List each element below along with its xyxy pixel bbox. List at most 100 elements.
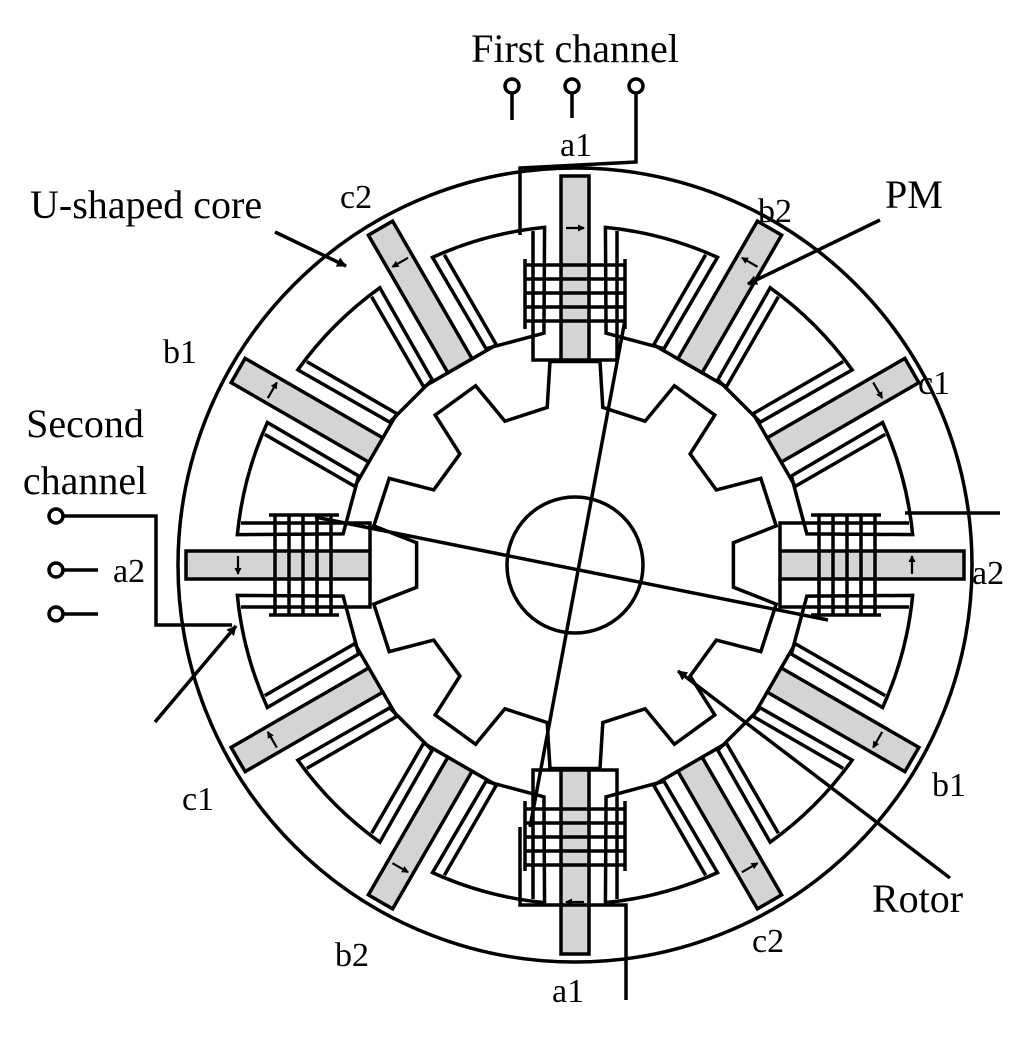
core-tooth-left-12 <box>370 295 449 390</box>
first-channel-terminals <box>503 77 645 120</box>
pm-arrow <box>747 218 881 286</box>
coil-winding-10 <box>269 513 339 617</box>
pm-magnet-6 <box>675 754 785 912</box>
second-channel-terminal-2 <box>47 561 65 579</box>
core-tooth-right-10 <box>241 521 372 551</box>
pm-magnetization-arrow-11 <box>266 381 278 399</box>
stator-module-3 <box>750 355 922 537</box>
stator-slot-4 <box>789 593 915 710</box>
core-tooth-left-5 <box>779 641 887 698</box>
coil-winding-7 <box>523 801 627 871</box>
pm-magnet-9 <box>228 665 386 775</box>
pm-magnet-12 <box>365 218 475 376</box>
stator-module-7 <box>430 768 627 956</box>
coil-winding-4 <box>811 513 881 617</box>
pm-magnet-3 <box>764 355 922 465</box>
second-channel-label-line1: Second <box>26 401 144 446</box>
u-shaped-core-arrow <box>274 230 347 268</box>
pm-label: PM <box>885 172 943 217</box>
second-channel-label-line2: channel <box>23 458 147 503</box>
stator-outer-circle <box>176 166 974 964</box>
pm-magnetization-arrow-12 <box>391 256 409 268</box>
rotor-label: Rotor <box>872 876 963 921</box>
pm-magnetization-arrow-5 <box>872 731 884 749</box>
phase-label-a2-left: a2 <box>113 553 145 590</box>
rotor-arrow <box>676 669 952 880</box>
second-channel-terminal-3 <box>47 605 65 623</box>
stator-module-6 <box>603 740 785 912</box>
wire-first-channel-cross <box>528 319 627 828</box>
stator-module-2 <box>651 218 855 425</box>
pm-magnetization-arrow-6 <box>741 862 759 874</box>
phase-label-c1-right: c1 <box>918 365 950 402</box>
core-tooth-left-2 <box>651 253 708 361</box>
stator-module-5 <box>715 641 922 845</box>
phase-label-b1-upper-left: b1 <box>163 334 197 371</box>
stator-slot-8 <box>295 705 435 845</box>
pm-magnetization-arrow-2 <box>741 256 759 268</box>
wire-second-channel-cross <box>314 515 829 622</box>
phase-label-b2-upper-right: b2 <box>758 193 792 230</box>
stator-module-11 <box>228 285 435 489</box>
core-tooth-left-4 <box>778 521 909 551</box>
wire-first-channel-feed <box>518 93 638 235</box>
phase-label-b2-lower-left: b2 <box>335 937 369 974</box>
phase-label-c2-lower-right: c2 <box>752 923 784 960</box>
stator-slot-3 <box>789 420 915 537</box>
core-tooth-left-6 <box>701 740 780 835</box>
stator-module-4 <box>778 513 966 710</box>
stator-slot-5 <box>715 705 855 845</box>
core-tooth-right-1 <box>589 231 619 362</box>
phase-label-b1-lower-right: b1 <box>932 767 966 804</box>
coil-winding-1 <box>523 259 627 329</box>
core-tooth-right-4 <box>778 579 909 609</box>
phase-label-c2-upper-left: c2 <box>340 179 372 216</box>
rotor <box>371 359 779 771</box>
phase-label-a2-right: a2 <box>972 555 1004 592</box>
pm-magnet-10 <box>184 549 372 581</box>
core-tooth-left-9 <box>305 691 400 770</box>
stator-module-8 <box>295 705 499 912</box>
phase-label-a1-bottom: a1 <box>552 973 584 1010</box>
second-channel-core-arrow <box>153 624 238 724</box>
pm-magnetization-arrow-8 <box>391 862 409 874</box>
core-tooth-left-11 <box>263 432 371 489</box>
stator-slot-2 <box>715 285 855 425</box>
first-channel-terminal-3 <box>627 77 645 95</box>
phase-label-a1-top: a1 <box>560 127 592 164</box>
second-channel-terminals <box>47 507 98 623</box>
pm-magnetization-arrow-9 <box>266 731 278 749</box>
pm-magnetization-arrow-3 <box>872 381 884 399</box>
stator-slot-12 <box>430 225 547 351</box>
pm-magnet-2 <box>675 218 785 376</box>
stator-slot-9 <box>235 593 361 710</box>
rotor-shaft <box>505 495 645 635</box>
first-channel-terminal-2 <box>563 77 581 95</box>
pm-magnet-8 <box>365 754 475 912</box>
wire-first-channel-return <box>518 827 628 1000</box>
second-channel-terminal-1 <box>47 507 65 525</box>
first-channel-terminal-1 <box>503 77 521 95</box>
winding-wires <box>63 93 1000 1000</box>
stator <box>176 166 974 964</box>
pm-magnet-11 <box>228 355 386 465</box>
pm-magnet-1 <box>559 174 591 362</box>
wire-second-channel-feed <box>63 514 232 627</box>
stator-slot-1 <box>603 225 720 351</box>
pm-magnet-7 <box>559 768 591 956</box>
stator-slot-10 <box>235 420 361 537</box>
stator-module-9 <box>228 593 400 775</box>
core-tooth-left-3 <box>750 360 845 439</box>
phase-label-c1-lower-left: c1 <box>182 781 214 818</box>
first-channel-label: First channel <box>471 26 679 71</box>
stator-slot-6 <box>603 779 720 905</box>
core-tooth-left-10 <box>241 579 372 609</box>
stator-slot-7 <box>430 779 547 905</box>
stator-slot-11 <box>295 285 435 425</box>
core-tooth-left-7 <box>589 768 619 899</box>
core-tooth-left-1 <box>531 231 561 362</box>
pm-magnet-5 <box>764 665 922 775</box>
stator-module-10 <box>184 420 372 617</box>
core-tooth-left-8 <box>442 769 499 877</box>
